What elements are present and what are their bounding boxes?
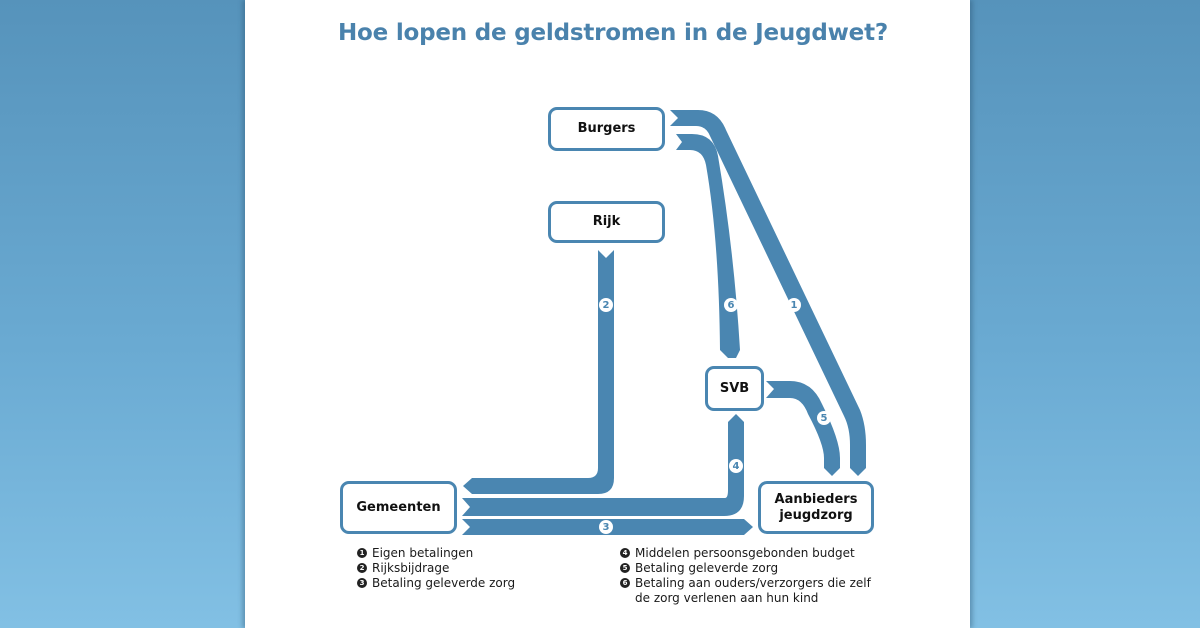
node-svb-label: SVB [719, 380, 750, 396]
legend-item-5: 5 Betaling geleverde zorg [620, 561, 871, 576]
legend-text-5: Betaling geleverde zorg [635, 561, 779, 575]
flow-badge-2: 2 [599, 298, 613, 312]
node-aanbieders-label: Aanbieders jeugdzorg [774, 491, 858, 523]
legend-bullet-6: 6 [620, 578, 630, 588]
legend-text-2: Rijksbijdrage [372, 561, 450, 575]
flow-1-eigen-betalingen [670, 110, 866, 476]
node-burgers-label: Burgers [577, 121, 636, 136]
node-rijk: Rijk [548, 201, 665, 243]
legend-text-3: Betaling geleverde zorg [372, 576, 516, 590]
legend-item-6: 6 Betaling aan ouders/verzorgers die zel… [620, 576, 871, 606]
flow-badge-1: 1 [787, 298, 801, 312]
legend-bullet-1: 1 [357, 548, 367, 558]
legend-item-2: 2 Rijksbijdrage [357, 561, 515, 576]
node-aanbieders-jeugdzorg: Aanbieders jeugdzorg [758, 481, 874, 534]
page-title: Hoe lopen de geldstromen in de Jeugdwet? [338, 20, 889, 46]
legend-bullet-4: 4 [620, 548, 630, 558]
legend-text-6: Betaling aan ouders/verzorgers die zelf … [635, 576, 871, 605]
flow-badge-6: 6 [724, 298, 738, 312]
legend-text-1: Eigen betalingen [372, 546, 474, 560]
legend-bullet-3: 3 [357, 578, 367, 588]
legend-bullet-5: 5 [620, 563, 630, 573]
node-rijk-label: Rijk [592, 214, 621, 229]
node-burgers: Burgers [548, 107, 665, 151]
legend-item-1: 1 Eigen betalingen [357, 546, 515, 561]
flow-badge-5: 5 [817, 411, 831, 425]
flow-2-rijksbijdrage [463, 250, 614, 494]
legend-right: 4 Middelen persoonsgebonden budget 5 Bet… [620, 546, 871, 606]
flow-5-betaling-zorg [766, 381, 840, 476]
legend-item-3: 3 Betaling geleverde zorg [357, 576, 515, 591]
node-svb: SVB [705, 366, 764, 411]
legend-item-4: 4 Middelen persoonsgebonden budget [620, 546, 871, 561]
flow-badge-4: 4 [729, 459, 743, 473]
flow-4-pgb [462, 414, 744, 516]
node-gemeenten: Gemeenten [340, 481, 457, 534]
legend-text-4: Middelen persoonsgebonden budget [635, 546, 855, 560]
node-gemeenten-label: Gemeenten [356, 499, 441, 515]
legend-left: 1 Eigen betalingen 2 Rijksbijdrage 3 Bet… [357, 546, 515, 591]
flow-badge-3: 3 [599, 520, 613, 534]
legend-bullet-2: 2 [357, 563, 367, 573]
